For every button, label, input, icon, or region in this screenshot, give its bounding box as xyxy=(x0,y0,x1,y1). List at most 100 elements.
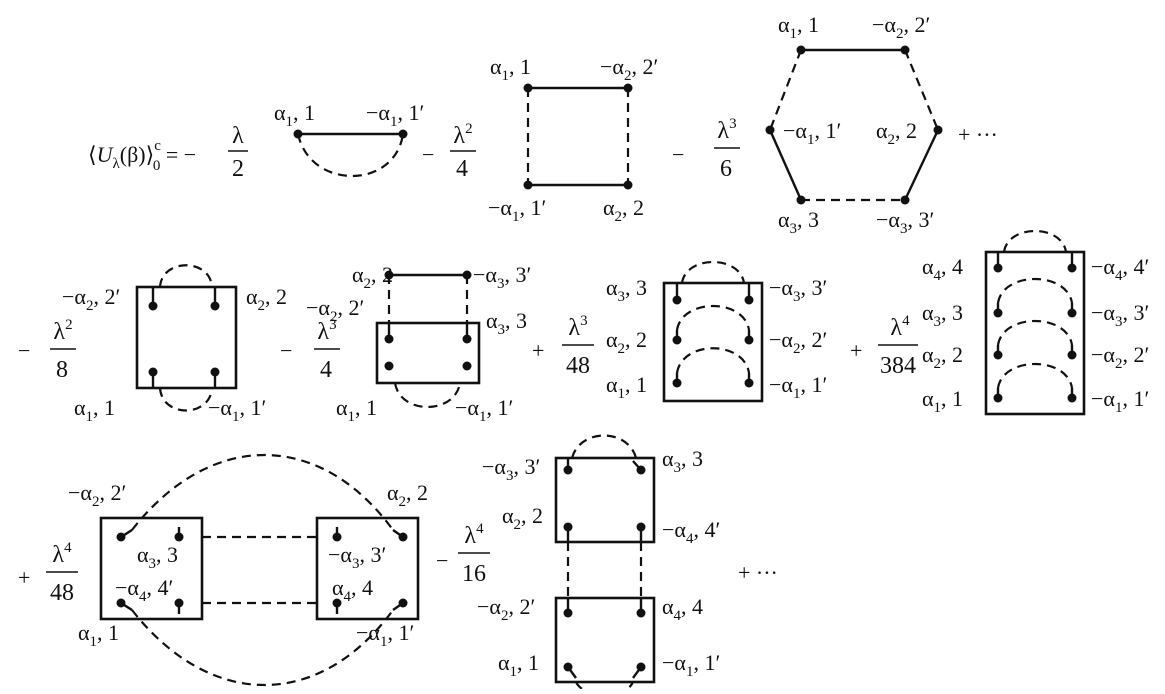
vertex-label: −α3, 3′ xyxy=(876,207,934,237)
term-2-coefficient: − λ2 4 xyxy=(422,121,476,182)
propagator-dashed xyxy=(680,261,746,284)
term-3-numerator: λ3 xyxy=(717,116,736,144)
vertex-label: −α2, 2′ xyxy=(68,480,126,510)
term-4-sign: − xyxy=(18,338,30,363)
term-1-denominator: 2 xyxy=(232,156,244,182)
propagator-dashed xyxy=(996,319,1074,346)
term-8-coefficient: + λ4 48 xyxy=(18,540,78,606)
term-7-coefficient: + λ4 384 xyxy=(850,313,918,379)
vertex-label: α3, 3 xyxy=(137,542,178,572)
vertex-dot xyxy=(523,180,533,190)
term-2-sign: − xyxy=(422,142,434,167)
vertex-box-left xyxy=(99,516,204,621)
vertex-label: α3, 3 xyxy=(662,446,703,476)
vertex-label: −α2, 2′ xyxy=(769,327,827,357)
vertex-label: −α3, 3′ xyxy=(482,454,540,484)
term-6-numerator: λ3 xyxy=(568,313,587,341)
term-4-denominator: 8 xyxy=(56,357,68,383)
diagram-1: α1, 1 −α1, 1′ xyxy=(274,100,424,177)
vertex-label: −α2, 2′ xyxy=(306,295,364,325)
term-2-denominator: 4 xyxy=(456,156,468,182)
vertex-label: −α2, 2′ xyxy=(872,12,930,42)
term-9-numerator: λ4 xyxy=(464,521,484,549)
term-8-sign: + xyxy=(18,565,30,590)
ellipsis-row-1: + ··· xyxy=(958,122,998,147)
vertex-dot xyxy=(623,180,633,190)
vertex-dot xyxy=(210,301,220,311)
ellipsis-row-3: + ··· xyxy=(738,560,778,585)
diagram-4: −α2, 2′ α2, 2 α1, 1 −α1, 1′ xyxy=(62,264,287,425)
term-1-numerator: λ xyxy=(232,123,244,149)
term-8-denominator: 48 xyxy=(50,580,74,606)
vertex-label: α1, 1 xyxy=(274,100,315,130)
vertex-box-top xyxy=(554,456,656,544)
term-9-denominator: 16 xyxy=(462,561,486,587)
term-5-sign: − xyxy=(280,338,292,363)
vertex-dot xyxy=(765,125,775,135)
vertex-box xyxy=(662,281,764,403)
vertex-label: α2, 2 xyxy=(606,327,647,357)
vertex-label: −α2, 2′ xyxy=(600,54,658,84)
vertex-label: α1, 1 xyxy=(74,395,115,425)
vertex-dot xyxy=(462,334,472,344)
propagator-dashed xyxy=(158,264,214,288)
vertex-label: α2, 2 xyxy=(603,195,644,225)
vertex-label: α3, 3 xyxy=(778,207,819,237)
propagator-dashed xyxy=(996,277,1074,304)
vertex-dots xyxy=(563,459,646,679)
vertex-label: α3, 3 xyxy=(486,308,527,338)
vertex-label: −α3, 3′ xyxy=(1091,300,1149,330)
vertex-label: −α3, 3′ xyxy=(769,275,827,305)
vertex-label: −α1, 1′ xyxy=(356,620,414,650)
vertex-dot xyxy=(623,83,633,93)
vertex-box-right xyxy=(315,516,420,621)
term-7-sign: + xyxy=(850,338,862,363)
vertex-dot xyxy=(900,195,910,205)
propagator-dashed xyxy=(1002,230,1068,253)
vertex-dot xyxy=(293,129,303,139)
vertex-dot xyxy=(462,361,472,371)
term-7-numerator: λ4 xyxy=(890,313,910,341)
vertex-label: −α1, 1′ xyxy=(366,100,424,130)
vertex-label: α2, 2 xyxy=(352,262,393,292)
vertex-label: α2, 2 xyxy=(387,480,428,510)
vertex-box xyxy=(984,250,1086,416)
term-3-sign: − xyxy=(672,142,684,167)
vertex-label: −α1, 1′ xyxy=(488,195,546,225)
vertex-label: −α1, 1′ xyxy=(783,118,841,148)
term-4-numerator: λ2 xyxy=(53,317,72,345)
term-6-denominator: 48 xyxy=(566,353,590,379)
vertex-label: −α1, 1′ xyxy=(1091,386,1149,416)
propagator-dashed xyxy=(570,434,638,459)
term-5-denominator: 4 xyxy=(320,357,332,383)
term-7-denominator: 384 xyxy=(880,353,916,379)
propagator-dashed xyxy=(393,382,462,408)
vertex-label: −α4, 4′ xyxy=(1091,254,1149,284)
term-2-numerator: λ2 xyxy=(453,121,472,149)
vertex-dot xyxy=(523,83,533,93)
vertex-dots xyxy=(993,253,1077,403)
vertex-dot xyxy=(210,367,220,377)
vertex-label: α1, 1 xyxy=(490,54,531,84)
vertex-label: α3, 3 xyxy=(922,300,963,330)
vertex-dot xyxy=(148,301,158,311)
vertex-label: −α2, 2′ xyxy=(1091,342,1149,372)
term-5-coefficient: − λ3 4 xyxy=(280,317,340,383)
diagram-2: α1, 1 −α2, 2′ −α1, 1′ α2, 2 xyxy=(488,54,658,225)
term-8-numerator: λ4 xyxy=(52,540,72,568)
vertex-label: α4, 4 xyxy=(662,594,703,624)
vertex-label: −α1, 1′ xyxy=(662,650,720,680)
term-9-sign: − xyxy=(436,548,448,573)
term-6-sign: + xyxy=(532,338,544,363)
vertex-label: α3, 3 xyxy=(606,275,647,305)
interaction-line xyxy=(768,129,803,201)
vertex-label: α1, 1 xyxy=(78,620,119,650)
term-3-denominator: 6 xyxy=(720,156,732,182)
vertex-label: −α1, 1′ xyxy=(208,395,266,425)
vertex-label: α2, 2 xyxy=(876,118,917,148)
diagram-3: α1, 1 −α2, 2′ −α1, 1′ α2, 2 α3, 3 −α3, 3… xyxy=(765,12,943,237)
vertex-label: α2, 2 xyxy=(922,342,963,372)
